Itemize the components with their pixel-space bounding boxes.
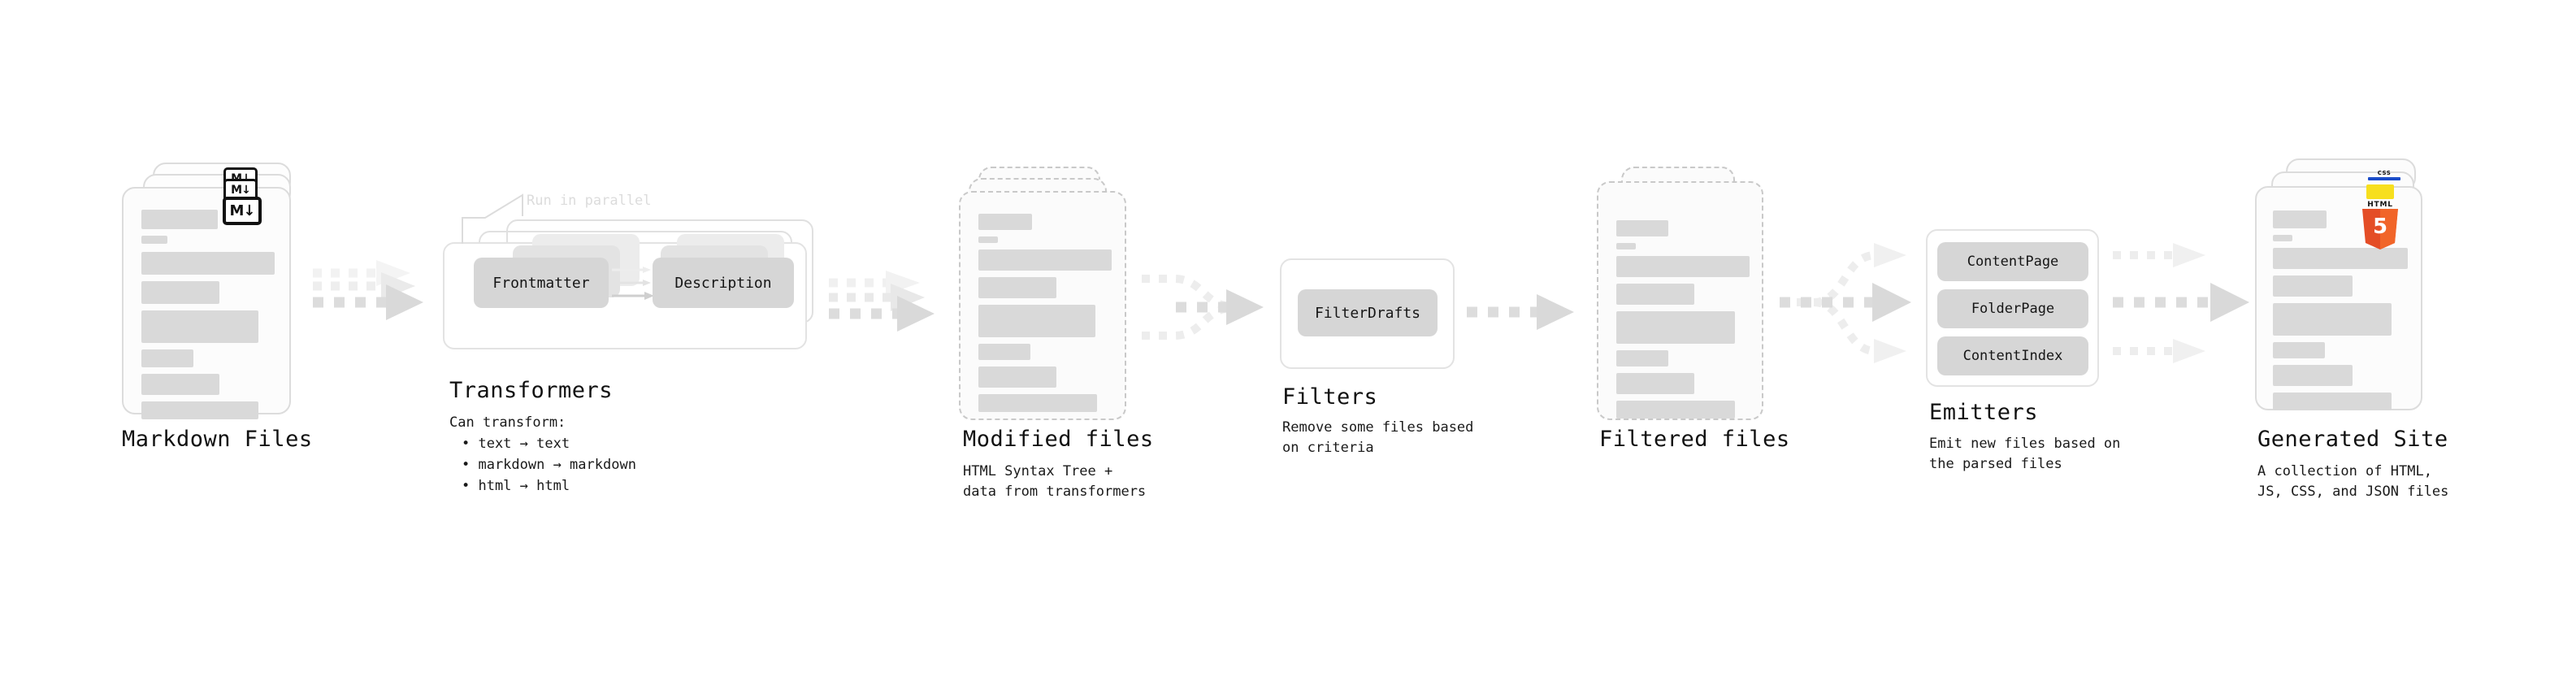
filters-subtitle: Remove some files based on criteria <box>1282 419 1474 456</box>
doc-bar <box>141 281 219 304</box>
doc-bar <box>1616 220 1668 236</box>
arrow-modified-to-filters <box>1142 275 1264 340</box>
doc-bar <box>141 349 193 367</box>
markdown-files-card-stack: M↓ M↓ M↓ <box>122 163 309 423</box>
html5-icon-number: 5 <box>2372 215 2388 239</box>
transformers-group: Frontmatter Description <box>443 193 825 358</box>
modified-card-front <box>959 191 1126 420</box>
doc-bar <box>2273 342 2325 358</box>
emitter-pill-contentindex[interactable]: ContentIndex <box>1937 336 2088 375</box>
doc-bar <box>978 394 1097 412</box>
doc-bar <box>141 252 275 275</box>
css-icon-label: CSS <box>2377 170 2392 176</box>
doc-bar <box>1616 401 1735 419</box>
generated-site-subtitle: A collection of HTML, JS, CSS, and JSON … <box>2257 463 2449 500</box>
emitter-pill-contentpage[interactable]: ContentPage <box>1937 242 2088 281</box>
generated-site-card-stack: CSS HTML 5 <box>2255 158 2450 427</box>
filters-group: FilterDrafts <box>1280 258 1455 372</box>
doc-bar <box>1616 256 1750 277</box>
doc-bar <box>978 344 1030 360</box>
javascript-icon <box>2366 184 2394 199</box>
transformers-subtitle: Can transform: <box>449 414 566 431</box>
doc-bar <box>1616 373 1694 394</box>
doc-bar <box>978 236 998 243</box>
transformers-bullet-text: • text → text <box>462 436 570 452</box>
generated-site-title: Generated Site <box>2257 427 2448 452</box>
doc-bar <box>2273 248 2408 269</box>
doc-bar <box>141 401 258 419</box>
emitters-group: ContentPage FolderPage ContentIndex <box>1926 229 2101 392</box>
doc-bar <box>141 236 167 244</box>
doc-bar <box>2273 210 2327 228</box>
doc-bar <box>978 249 1112 271</box>
filtered-files-card-stack <box>1597 167 1784 427</box>
doc-bar <box>978 277 1056 298</box>
run-in-parallel-leader <box>462 193 523 244</box>
modified-files-title: Modified files <box>963 427 1154 452</box>
html5-icon-caption: HTML <box>2367 201 2393 209</box>
run-in-parallel-label: Run in parallel <box>527 193 652 209</box>
doc-bar <box>2273 275 2353 297</box>
filters-title: Filters <box>1282 384 1378 410</box>
transformer-pill-frontmatter[interactable]: Frontmatter <box>474 258 609 308</box>
html5-icon-shield: 5 <box>2362 209 2398 249</box>
markdown-badge-icon: M↓ <box>223 197 262 225</box>
transformers-bullet-html: • html → html <box>462 478 570 494</box>
filtered-card-front <box>1597 181 1763 420</box>
arrow-filters-to-filtered <box>1467 294 1574 330</box>
emitters-subtitle: Emit new files based on the parsed files <box>1929 436 2121 472</box>
transformers-title: Transformers <box>449 378 614 403</box>
doc-bar <box>2273 303 2392 336</box>
doc-bar <box>2273 235 2292 241</box>
arrow-filtered-to-emitters <box>1780 243 1911 363</box>
markdown-files-title: Markdown Files <box>122 427 313 452</box>
emitter-pill-folderpage[interactable]: FolderPage <box>1937 289 2088 328</box>
doc-bar <box>978 305 1095 337</box>
doc-bar <box>1616 311 1735 344</box>
doc-bar <box>978 214 1032 230</box>
doc-bar <box>978 367 1056 388</box>
transformer-inner-arrows <box>612 267 654 300</box>
css-icon-underline <box>2368 177 2400 180</box>
doc-bar <box>1616 350 1668 367</box>
filtered-files-title: Filtered files <box>1599 427 1790 452</box>
doc-bar <box>141 374 219 395</box>
markdown-card-front <box>122 187 291 419</box>
site-card-front-html <box>2255 186 2422 410</box>
modified-files-card-stack <box>959 167 1146 427</box>
doc-bar <box>2273 365 2353 386</box>
transformer-pill-description[interactable]: Description <box>653 258 794 308</box>
doc-bar <box>141 210 218 229</box>
arrow-emitters-to-site <box>2113 243 2249 363</box>
modified-files-subtitle: HTML Syntax Tree + data from transformer… <box>963 463 1147 500</box>
html5-icon: HTML 5 <box>2362 201 2398 249</box>
doc-bar <box>141 310 258 343</box>
doc-bar <box>2273 393 2392 410</box>
arrow-transformers-to-modified <box>829 271 935 332</box>
doc-bar <box>1616 284 1694 305</box>
doc-bar <box>1616 243 1636 249</box>
emitters-title: Emitters <box>1929 400 2039 425</box>
transformers-bullet-markdown: • markdown → markdown <box>462 457 636 473</box>
filter-pill-filterdrafts[interactable]: FilterDrafts <box>1298 289 1438 336</box>
css3-icon: CSS <box>2368 170 2400 180</box>
arrow-markdown-to-transformers <box>313 260 423 320</box>
